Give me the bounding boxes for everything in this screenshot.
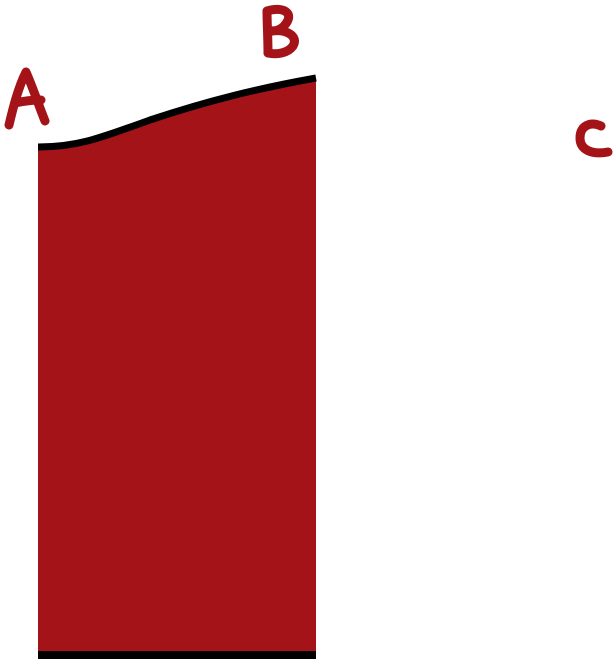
label-a: A	[4, 67, 50, 130]
label-b: B	[262, 4, 299, 59]
label-c: C	[575, 119, 613, 158]
top-curve	[37, 74, 317, 151]
filled-region	[38, 78, 316, 655]
